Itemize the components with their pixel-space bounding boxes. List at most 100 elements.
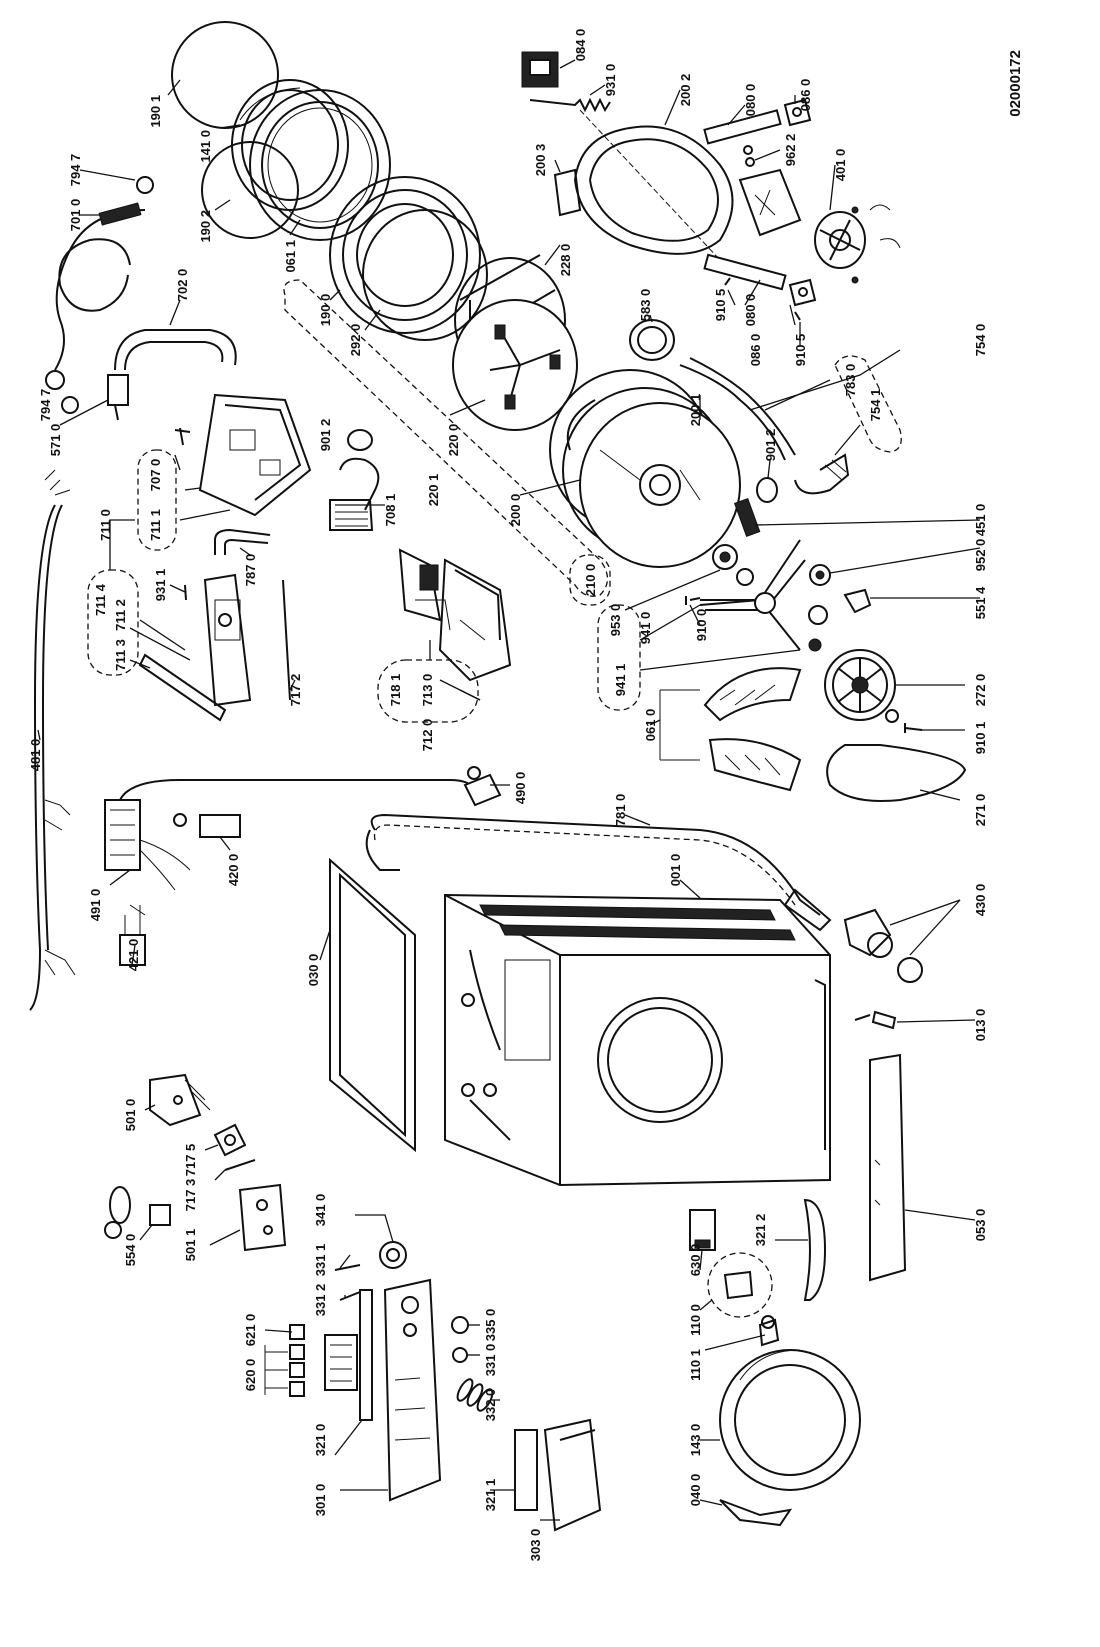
drawer-front-303-0	[543, 1418, 602, 1532]
dashed-group-718-713	[377, 659, 479, 723]
part-label: 086 0	[748, 334, 763, 367]
part-label: 084 0	[573, 29, 588, 62]
part-label: 910 1	[973, 722, 988, 755]
hose-elbow-754-1	[794, 453, 850, 495]
foot-013-0	[854, 1010, 897, 1030]
strip-321-0	[359, 1289, 373, 1421]
part-label: 335 0	[483, 1309, 498, 1342]
part-label: 712 0	[420, 719, 435, 752]
thermostat-554-0	[104, 1186, 171, 1239]
part-label: 421 0	[126, 939, 141, 972]
part-label: 910 5	[793, 334, 808, 367]
lever-711-3	[138, 653, 227, 722]
door-ring-141-0	[231, 79, 349, 211]
drain-hose-781-0	[365, 813, 832, 932]
part-label: 228 0	[558, 244, 573, 277]
door-143-0	[719, 1349, 861, 1491]
bracket-962-2	[738, 145, 802, 237]
spider-941-0	[699, 539, 806, 651]
part-label: 931 0	[603, 64, 618, 97]
part-label: 331 1	[313, 1244, 328, 1277]
handle-110-1	[758, 1315, 780, 1347]
capacitor-420-0	[173, 813, 241, 838]
part-label: 910 0	[694, 609, 709, 642]
board-711-2	[203, 573, 252, 707]
dashed-group-190-0-210-0	[283, 279, 609, 597]
cabinet-001-0	[444, 893, 831, 1187]
part-label: 708 1	[383, 494, 398, 527]
ring-341-0	[379, 1241, 407, 1269]
switch-084-0	[521, 51, 559, 88]
part-label: 061 0	[643, 709, 658, 742]
bracket-200-3	[553, 168, 582, 217]
part-label: 200 0	[508, 494, 523, 527]
hinge-040-0	[719, 1499, 793, 1527]
part-label: 717 5	[183, 1144, 198, 1177]
buttons-332-0	[456, 1378, 494, 1412]
part-label: 490 0	[513, 772, 528, 805]
timer-501-0	[149, 1073, 211, 1127]
inlet-hose-701-0	[45, 176, 154, 414]
part-label: 481 0	[28, 739, 43, 772]
cover-321-1	[514, 1429, 538, 1511]
part-label: 321 2	[753, 1214, 768, 1247]
control-panel-301-0	[383, 1278, 442, 1502]
knob-717-5	[213, 1123, 247, 1157]
part-label: 754 0	[973, 324, 988, 357]
pump-430-0	[843, 908, 923, 983]
mount-086-0-top	[783, 98, 812, 127]
valve-490-0	[463, 766, 502, 807]
bracket-061-0	[659, 689, 700, 761]
part-label: 190 2	[198, 210, 213, 243]
belt-271-0	[826, 744, 967, 802]
part-label: 200 3	[533, 144, 548, 177]
valve-571-0	[107, 374, 129, 421]
part-label: 110 0	[688, 1304, 703, 1336]
dashed-group-707-711-1	[137, 449, 177, 551]
part-label: 143 0	[688, 1424, 703, 1457]
shock-absorber-080-0-top	[703, 109, 782, 145]
panel-053-0	[869, 1053, 907, 1282]
dashed-circle-110-0	[707, 1252, 773, 1318]
part-label: 941 1	[613, 664, 628, 697]
pressure-hose-754-0	[679, 357, 796, 461]
door-lock-630-0	[689, 1209, 716, 1251]
part-label: 303 0	[528, 1529, 543, 1562]
tub-gasket-292-0	[362, 209, 488, 341]
dashed-group-953-941	[597, 604, 641, 711]
part-label: 013 0	[973, 1009, 988, 1042]
part-label: 141 0	[198, 130, 213, 163]
part-label: 451 0	[973, 504, 988, 537]
part-label: 901 2	[763, 429, 778, 462]
part-label: 962 2	[783, 134, 798, 167]
rod-717-2	[282, 579, 291, 701]
clip-331-1	[334, 1264, 361, 1271]
bearing-551-4	[808, 588, 872, 652]
part-label: 110 1	[688, 1349, 703, 1381]
spring-931-0	[529, 97, 611, 113]
bolt-910-0	[685, 596, 701, 605]
part-label: 901 2	[318, 419, 333, 452]
part-label: 717 2	[288, 674, 303, 707]
bracket-451-0	[733, 497, 761, 537]
door-glass-190-2	[201, 141, 299, 239]
part-label: 080 0	[743, 294, 758, 327]
part-label: 040 0	[688, 1474, 703, 1507]
part-label: 620 0	[243, 1359, 258, 1392]
part-label: 220 1	[426, 474, 441, 507]
part-label: 301 0	[313, 1484, 328, 1517]
part-label: 931 1	[153, 569, 168, 602]
part-label: 701 0	[68, 199, 83, 232]
bolt-910-1	[904, 723, 923, 733]
part-label: 210 0	[583, 564, 598, 597]
part-label: 630 0	[688, 1244, 703, 1277]
harness-491-0	[104, 779, 476, 891]
part-label: 501 1	[183, 1229, 198, 1262]
part-label: 621 0	[243, 1314, 258, 1347]
pulley-953-0	[712, 544, 754, 586]
tub-top-200-2	[574, 109, 734, 261]
dashed-group-783-754	[834, 355, 902, 453]
part-label: 554 0	[123, 1234, 138, 1267]
part-label: 086 0	[798, 79, 813, 112]
part-label: 702 0	[175, 269, 190, 302]
